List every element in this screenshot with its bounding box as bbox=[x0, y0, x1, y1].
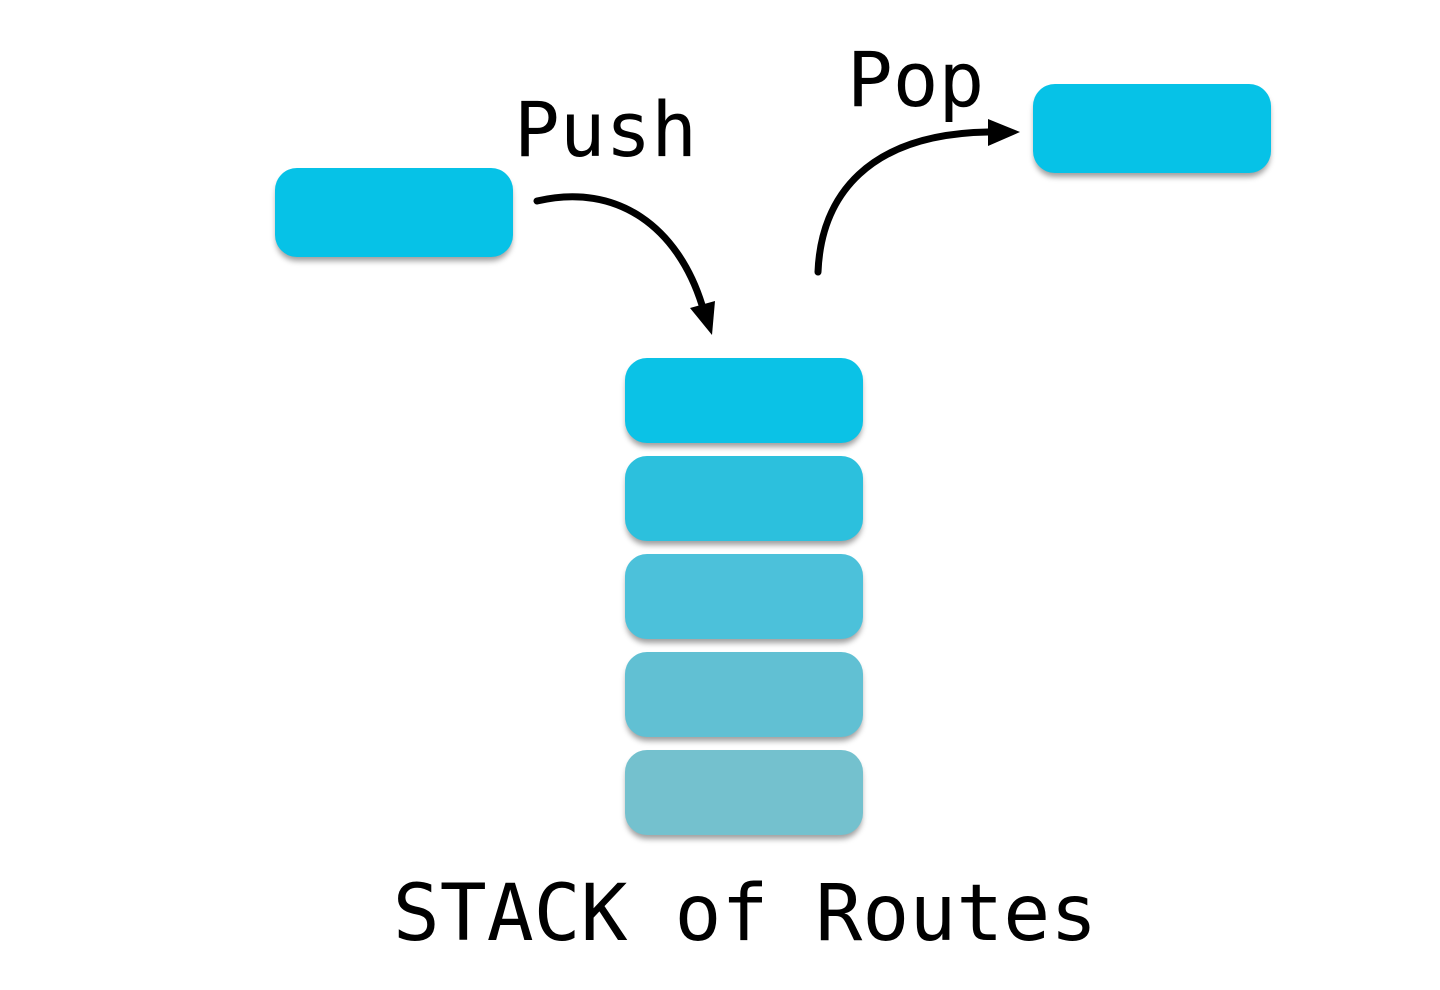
stack-caption: STACK of Routes bbox=[392, 869, 1098, 959]
pop-arrowhead-icon bbox=[988, 119, 1020, 146]
stack-item-4 bbox=[625, 750, 863, 835]
popped-route-box bbox=[1033, 84, 1271, 173]
stack-of-routes bbox=[625, 358, 863, 835]
incoming-route-box bbox=[275, 168, 513, 257]
push-arrow bbox=[533, 193, 706, 309]
push-label: Push bbox=[514, 85, 698, 174]
pop-label: Pop bbox=[847, 35, 985, 124]
push-arrowhead-icon bbox=[690, 301, 715, 335]
stack-item-3 bbox=[625, 652, 863, 737]
pop-arrow bbox=[814, 128, 992, 276]
stack-item-2 bbox=[625, 554, 863, 639]
stack-item-0 bbox=[625, 358, 863, 443]
stack-item-1 bbox=[625, 456, 863, 541]
